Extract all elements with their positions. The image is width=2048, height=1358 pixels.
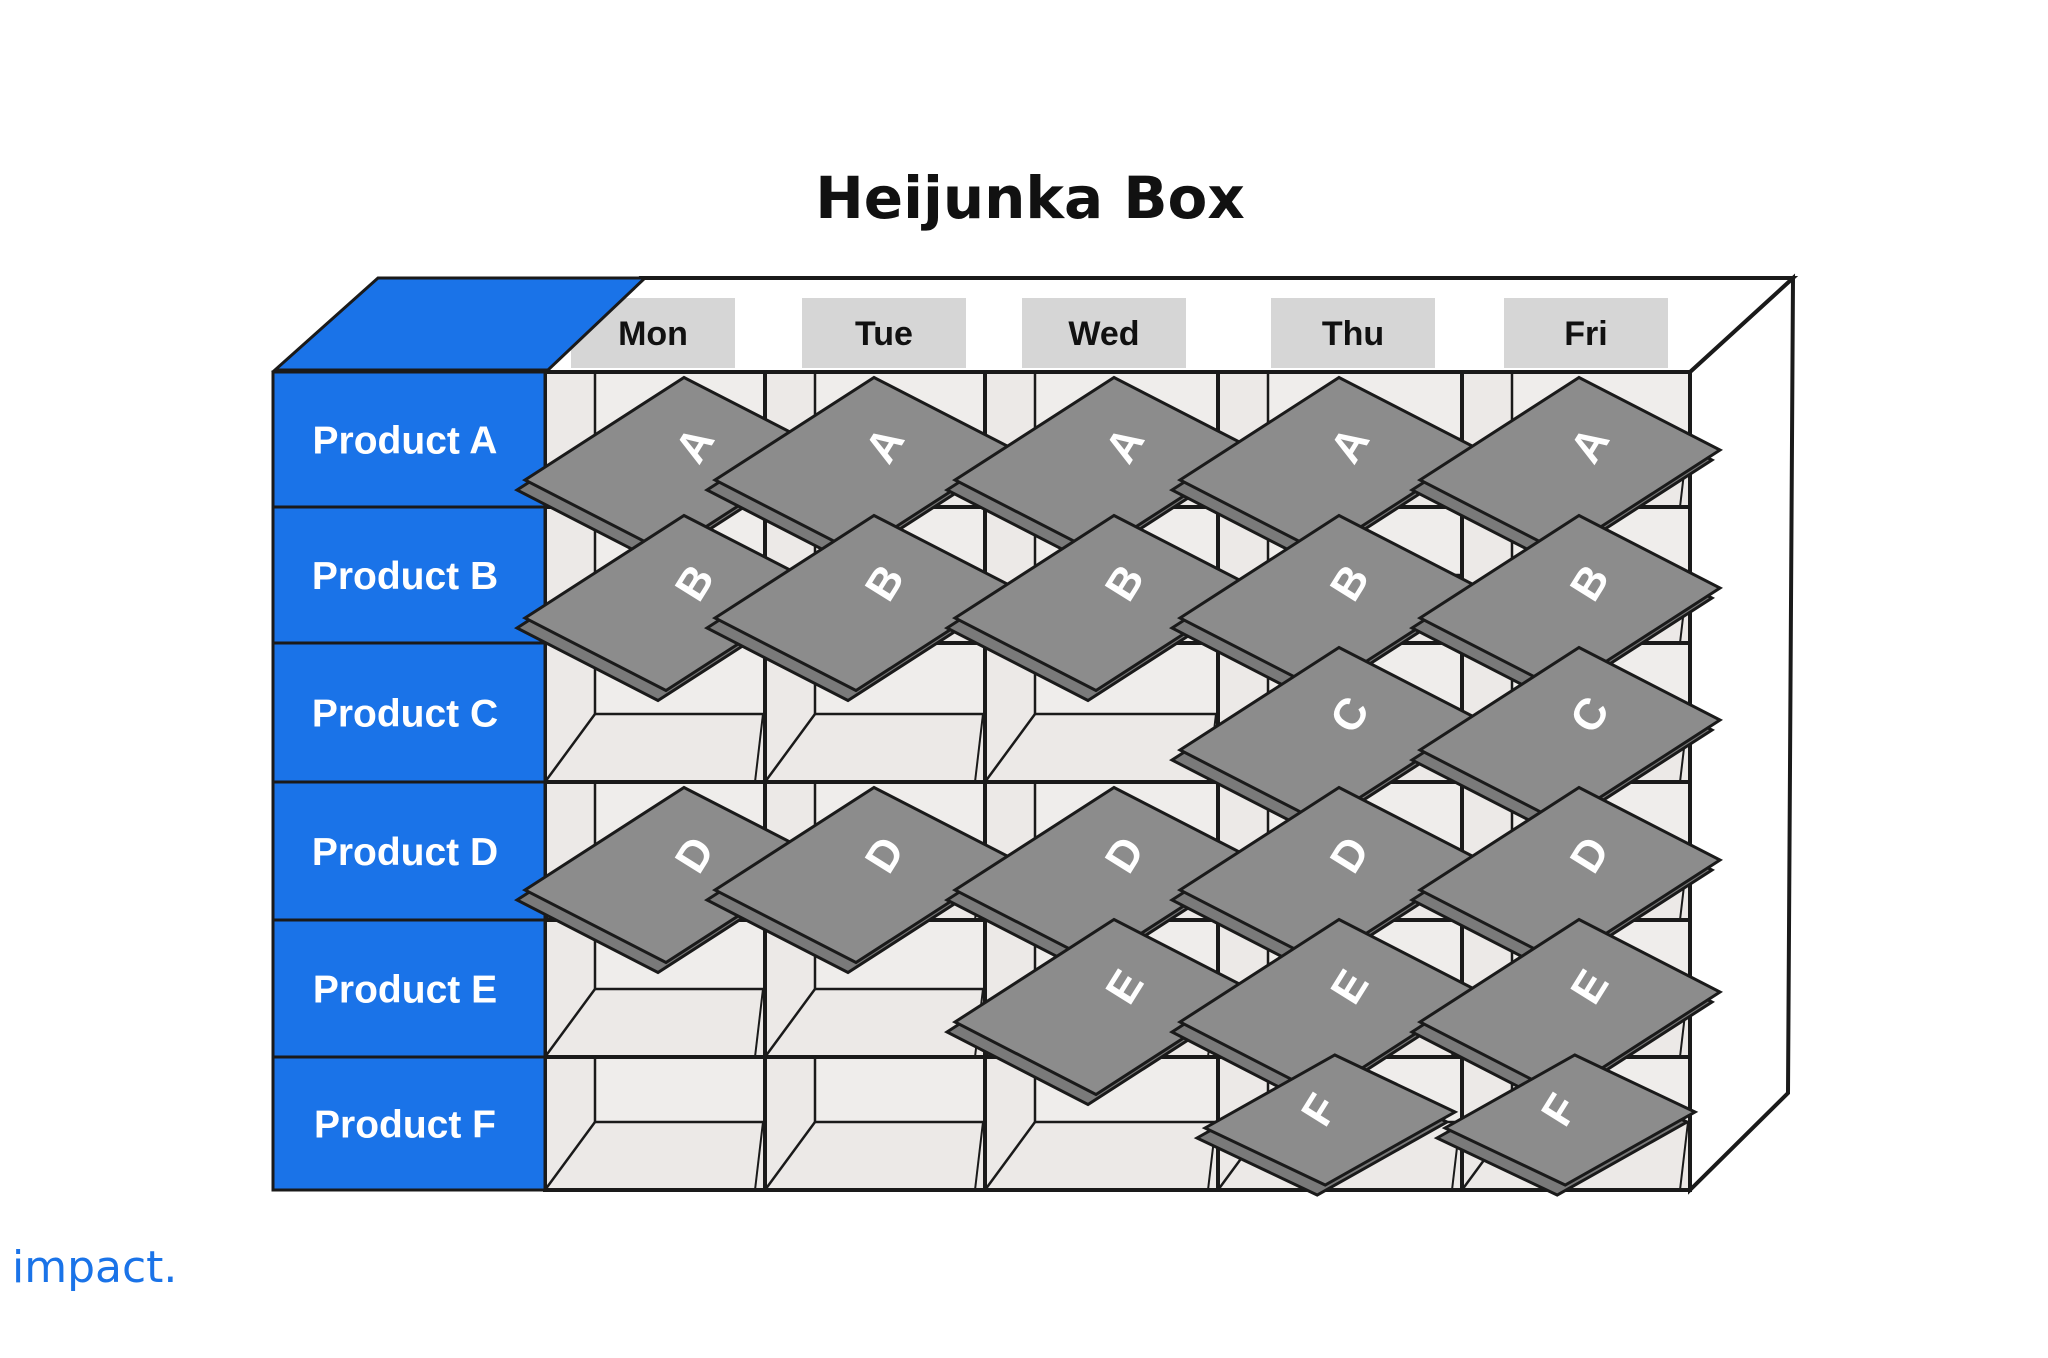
product-row-product-e: Product E xyxy=(271,918,547,1059)
product-label: Product F xyxy=(314,1104,496,1147)
card-face xyxy=(1441,1053,1699,1187)
product-panel: Product A Product B Product C Product D Prod… xyxy=(271,276,649,1192)
day-tab-tue: Tue xyxy=(802,298,966,368)
card-face xyxy=(1417,645,1723,825)
product-label: Product E xyxy=(313,969,497,1012)
day-label: Tue xyxy=(855,315,913,353)
kanban-card-e: E xyxy=(1169,917,1483,1107)
day-label: Thu xyxy=(1322,315,1384,353)
kanban-card-b: B xyxy=(1409,513,1723,703)
kanban-card-d: D xyxy=(704,785,1018,975)
day-label: Mon xyxy=(618,315,688,353)
kanban-card-a: A xyxy=(514,375,828,565)
product-label: Product D xyxy=(312,831,498,874)
kanban-card-e: E xyxy=(1409,917,1723,1107)
kanban-card-b: B xyxy=(704,513,1018,703)
card-face xyxy=(1417,375,1723,555)
product-row-product-d: Product D xyxy=(271,780,547,922)
card-face xyxy=(1417,785,1723,965)
day-tab-background xyxy=(1022,298,1186,368)
day-tab-background xyxy=(1504,298,1668,368)
day-tab-wed: Wed xyxy=(1022,298,1186,368)
grid-slot xyxy=(543,1055,767,1191)
kanban-card-d: D xyxy=(1409,785,1723,975)
product-row-product-b: Product B xyxy=(271,505,547,645)
impact-logo: impact. xyxy=(12,1242,177,1293)
product-label: Product C xyxy=(312,693,498,736)
day-tab-thu: Thu xyxy=(1271,298,1435,368)
diagram-title: Heijunka Box xyxy=(815,164,1245,232)
day-label: Fri xyxy=(1564,315,1607,353)
kanban-card-f: F xyxy=(1193,1053,1459,1197)
product-row-product-c: Product C xyxy=(271,641,547,784)
card-face xyxy=(1417,917,1723,1097)
product-panel-top xyxy=(271,276,649,372)
kanban-card-a: A xyxy=(1409,375,1723,565)
product-row-background xyxy=(271,505,547,645)
kanban-card-c: C xyxy=(1409,645,1723,835)
product-row-product-f: Product F xyxy=(271,1055,547,1192)
kanban-card-c: C xyxy=(1169,645,1483,835)
product-row-product-a: Product A xyxy=(271,370,547,509)
day-tabs: Mon Tue Wed Thu Fri xyxy=(571,298,1668,368)
day-tab-background xyxy=(802,298,966,368)
day-tab-mon: Mon xyxy=(571,298,735,368)
day-tab-fri: Fri xyxy=(1504,298,1668,368)
product-row-background xyxy=(271,780,547,922)
kanban-card-d: D xyxy=(514,785,828,975)
kanban-card-a: A xyxy=(704,375,1018,565)
kanban-card-a: A xyxy=(1169,375,1483,565)
product-label: Product A xyxy=(313,420,498,463)
product-row-background xyxy=(271,1055,547,1192)
day-tab-background xyxy=(1271,298,1435,368)
product-row-background xyxy=(271,918,547,1059)
product-row-background xyxy=(271,641,547,784)
day-label: Wed xyxy=(1068,315,1139,353)
kanban-card-b: B xyxy=(944,513,1258,703)
card-face xyxy=(1417,513,1723,693)
kanban-card-f: F xyxy=(1433,1053,1699,1197)
card-face xyxy=(1201,1053,1459,1187)
kanban-card-b: B xyxy=(514,513,828,703)
product-label: Product B xyxy=(312,555,498,598)
kanban-card-d: D xyxy=(944,785,1258,975)
